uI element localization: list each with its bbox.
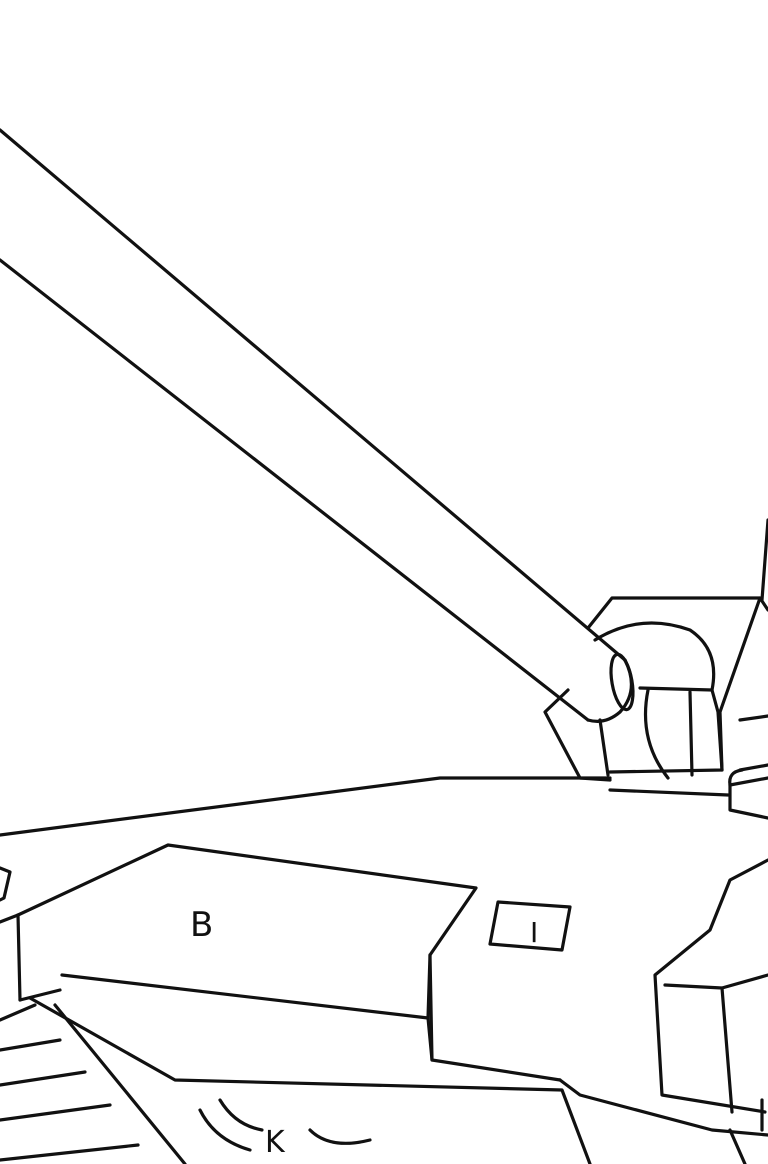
region-label-k: K xyxy=(265,1125,286,1160)
gun-barrel xyxy=(0,128,635,723)
hull-plate: I xyxy=(488,900,572,952)
hull-rear-block xyxy=(558,858,768,1164)
hull-lower xyxy=(0,953,592,1164)
region-label-b: B xyxy=(190,905,213,945)
region-label-i: I xyxy=(530,916,538,949)
hull-deck xyxy=(0,776,730,837)
hull-side-panel: B xyxy=(0,843,478,1020)
turret xyxy=(586,518,768,820)
track: K xyxy=(198,1098,372,1160)
